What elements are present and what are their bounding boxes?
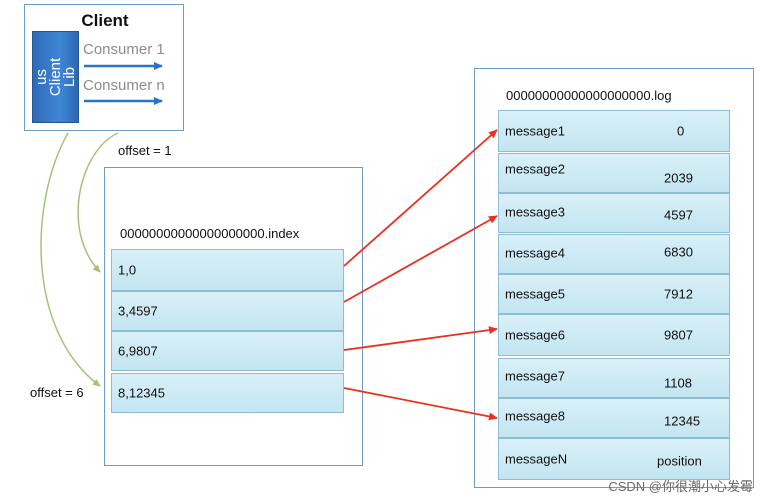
log-message-position: 0: [677, 123, 685, 139]
log-message-row: message6 9807: [498, 314, 730, 356]
offset-6-curve: [40, 132, 101, 387]
index-filename: 00000000000000000000.index: [120, 226, 300, 241]
log-message-position: 9807: [664, 327, 693, 343]
index-entry-value: 3,4597: [118, 303, 158, 319]
client-lib-line-3: Lib: [60, 66, 78, 88]
watermark: CSDN @你很潮小心发霉: [608, 479, 753, 494]
log-message-row: messageN position: [498, 438, 730, 480]
log-message-name: message2: [505, 161, 565, 177]
index-entry-value: 1,0: [118, 262, 137, 278]
log-message-name: message3: [505, 204, 565, 220]
log-message-row: message3 4597: [498, 193, 730, 233]
log-message-name: message7: [505, 368, 565, 384]
log-message-row: message2 2039: [498, 153, 730, 193]
log-message-name: messageN: [505, 451, 568, 467]
index-entry: 8,12345: [111, 373, 344, 413]
log-message-position: 2039: [664, 170, 693, 186]
consumer-1-label: Consumer 1: [83, 41, 165, 58]
log-message-row: message4 6830: [498, 234, 730, 274]
index-entry: 6,9807: [111, 331, 344, 371]
log-message-name: message5: [505, 286, 565, 302]
log-message-position: 12345: [664, 413, 701, 429]
log-message-row: message7 1108: [498, 358, 730, 398]
log-message-row: message8 12345: [498, 398, 730, 438]
log-message-name: message8: [505, 408, 565, 424]
log-message-position: position: [657, 453, 702, 469]
log-message-row: message5 7912: [498, 274, 730, 314]
client-box: Client us Client Lib Consumer 1 Consumer…: [24, 4, 184, 131]
log-message-position: 7912: [664, 286, 693, 302]
log-message-position: 6830: [664, 244, 693, 260]
log-message-position: 1108: [664, 375, 692, 391]
client-lib-label: us Client Lib: [33, 58, 78, 96]
log-message-name: message4: [505, 245, 565, 261]
index-entry-value: 6,9807: [118, 343, 158, 359]
client-lib-box: us Client Lib: [32, 31, 79, 123]
consumer-n-label: Consumer n: [83, 77, 165, 94]
log-filename: 00000000000000000000.log: [506, 88, 672, 103]
log-message-name: message1: [505, 123, 565, 139]
log-message-row: message1 0: [498, 110, 730, 152]
index-entry: 1,0: [111, 249, 344, 291]
client-title: Client: [81, 11, 129, 30]
index-entry-value: 8,12345: [118, 385, 165, 401]
offset-label-2: offset = 6: [30, 385, 84, 400]
index-entry: 3,4597: [111, 291, 344, 331]
log-message-position: 4597: [664, 207, 693, 223]
offset-label-1: offset = 1: [118, 143, 172, 158]
log-message-name: message6: [505, 327, 565, 343]
